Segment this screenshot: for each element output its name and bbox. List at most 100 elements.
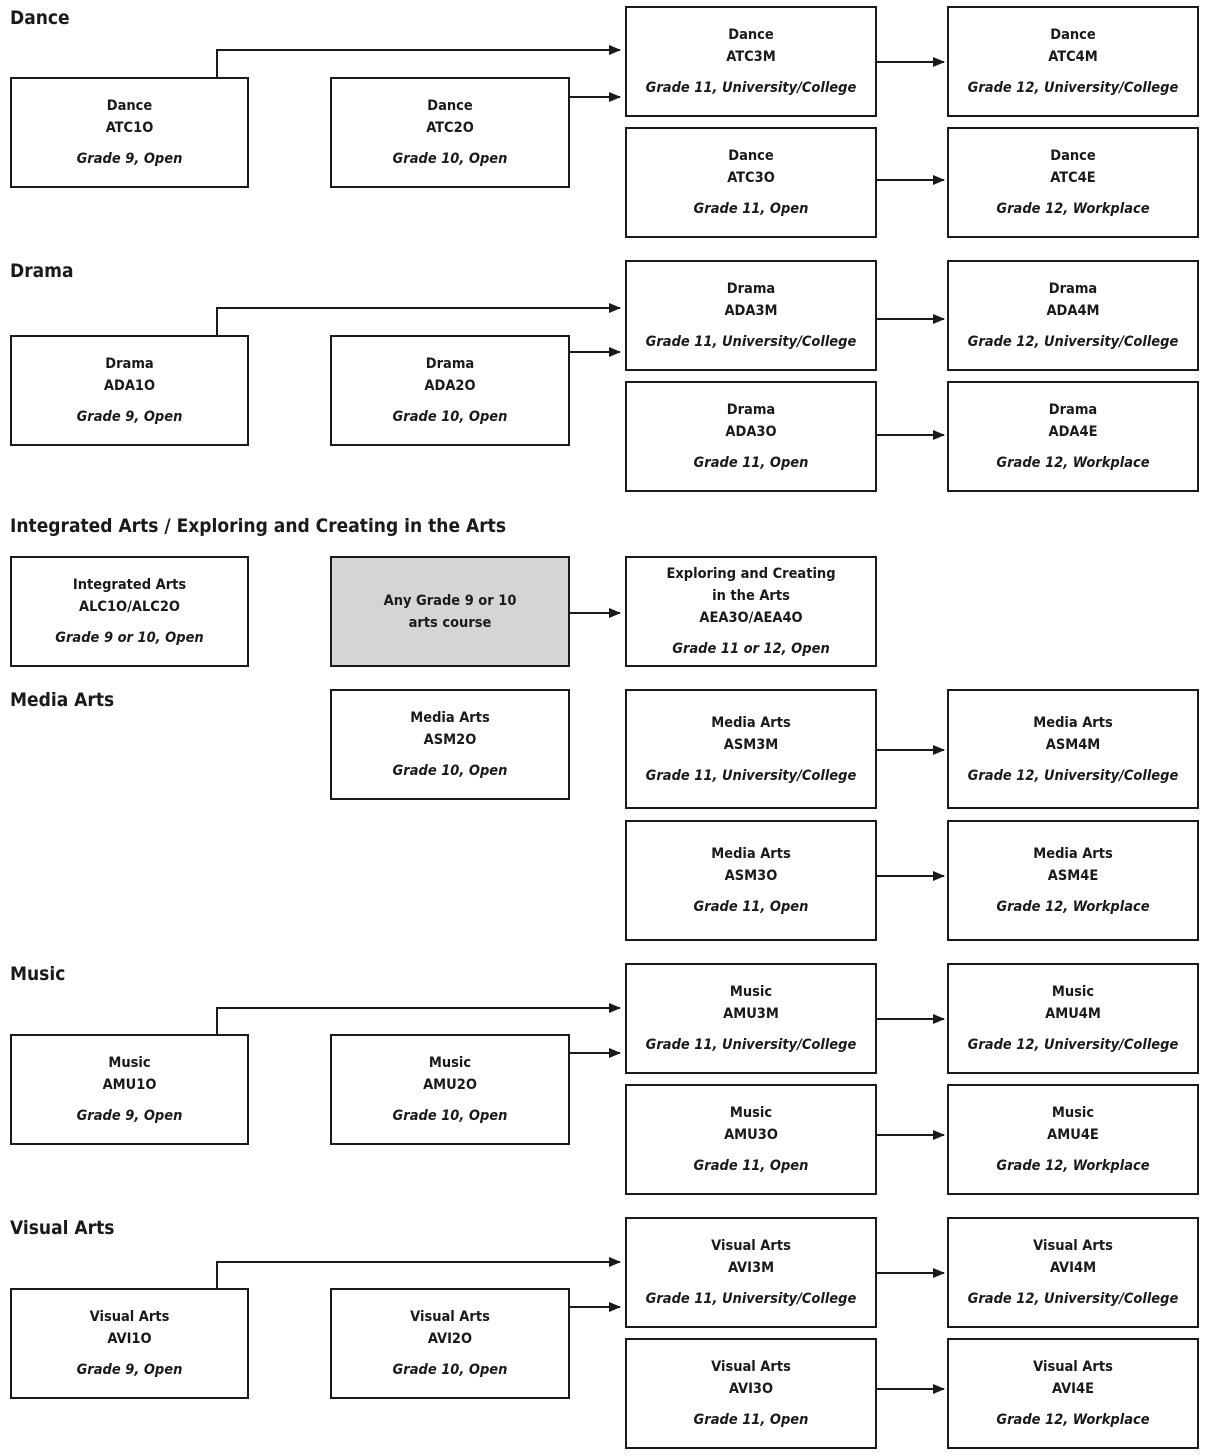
- course-box-alc: Integrated Arts ALC1O/ALC2O Grade 9 or 1…: [10, 556, 249, 667]
- course-grade: Grade 11, Open: [693, 1158, 809, 1174]
- course-code: AMU3O: [724, 1127, 778, 1143]
- course-name: Media Arts: [711, 846, 791, 862]
- course-name: Dance: [106, 98, 153, 114]
- course-grade: Grade 11, University/College: [645, 1291, 857, 1307]
- course-name: Media Arts: [1033, 846, 1113, 862]
- course-code: ATC3M: [726, 49, 776, 65]
- course-box-amu20: Music AMU2O Grade 10, Open: [330, 1034, 570, 1145]
- course-grade: Grade 9, Open: [76, 409, 183, 425]
- course-code: AMU4E: [1047, 1127, 1099, 1143]
- course-code: AVI3O: [728, 1381, 774, 1397]
- course-box-asm30: Media Arts ASM3O Grade 11, Open: [625, 820, 877, 941]
- course-code: ASM3M: [723, 736, 779, 753]
- course-name: Media Arts: [410, 710, 490, 726]
- course-grade: Grade 10, Open: [392, 409, 508, 425]
- course-grade: Grade 11, University/College: [645, 334, 857, 350]
- course-box-avi4m: Visual Arts AVI4M Grade 12, University/C…: [947, 1217, 1199, 1328]
- course-code: AVI1O: [107, 1331, 152, 1347]
- course-box-amu10: Music AMU1O Grade 9, Open: [10, 1034, 249, 1145]
- course-grade: Grade 9 or 10, Open: [55, 630, 204, 646]
- course-box-atc20: Dance ATC2O Grade 10, Open: [330, 77, 570, 188]
- course-box-avi10: Visual Arts AVI1O Grade 9, Open: [10, 1288, 249, 1399]
- course-code: AMU1O: [102, 1077, 157, 1093]
- course-grade: Grade 12, University/College: [967, 1291, 1179, 1307]
- course-code: ATC4M: [1048, 49, 1098, 65]
- course-name: Drama: [425, 356, 475, 372]
- course-name: Visual Arts: [89, 1309, 170, 1325]
- course-code: AVI4M: [1049, 1260, 1097, 1276]
- course-box-ada10: Drama ADA1O Grade 9, Open: [10, 335, 249, 446]
- course-code: ATC4E: [1050, 170, 1096, 186]
- course-code: ADA1O: [103, 378, 156, 394]
- course-code: AMU2O: [423, 1077, 477, 1093]
- course-grade: Grade 12, Workplace: [996, 1158, 1150, 1174]
- course-name: Visual Arts: [410, 1309, 490, 1325]
- course-box-ada3m: Drama ADA3M Grade 11, University/College: [625, 260, 877, 371]
- course-name: Dance: [728, 148, 774, 164]
- course-name: Dance: [728, 27, 774, 43]
- course-code: ASM4M: [1045, 736, 1101, 753]
- course-code: ADA3O: [725, 424, 777, 440]
- course-box-ada4m: Drama ADA4M Grade 12, University/College: [947, 260, 1199, 371]
- course-name: Visual Arts: [1033, 1238, 1113, 1254]
- course-box-amu3m: Music AMU3M Grade 11, University/College: [625, 963, 877, 1074]
- course-code: ATC1O: [105, 120, 154, 136]
- course-name: Integrated Arts: [72, 577, 187, 593]
- course-grade: Grade 9, Open: [76, 1362, 183, 1378]
- course-code: AEA3O/AEA4O: [699, 610, 803, 626]
- connector-avi10-to-avi3m: [216, 1257, 621, 1288]
- course-grade: Grade 12, Workplace: [996, 899, 1150, 915]
- section-title-integrated-arts: Integrated Arts / Exploring and Creating…: [10, 515, 507, 537]
- course-grade: Grade 12, Workplace: [996, 1412, 1150, 1428]
- course-box-asm3m: Media Arts ASM3M Grade 11, University/Co…: [625, 689, 877, 809]
- course-code: AVI3M: [727, 1260, 775, 1276]
- course-name: Music: [108, 1055, 151, 1071]
- course-name: Visual Arts: [1033, 1359, 1113, 1375]
- course-code: ALC1O/ALC2O: [78, 599, 181, 615]
- course-grade: Grade 12, University/College: [967, 80, 1179, 96]
- course-grade: Grade 10, Open: [392, 763, 508, 779]
- course-grade: Grade 10, Open: [392, 1362, 508, 1378]
- course-box-atc10: Dance ATC1O Grade 9, Open: [10, 77, 249, 188]
- course-name-line-1: Exploring and Creating: [666, 566, 836, 582]
- course-code: ATC3O: [727, 170, 775, 186]
- course-grade: Grade 10, Open: [392, 151, 508, 167]
- course-box-atc3m: Dance ATC3M Grade 11, University/College: [625, 6, 877, 117]
- section-title-media-arts: Media Arts: [10, 689, 115, 711]
- course-grade: Grade 12, University/College: [967, 334, 1179, 350]
- course-grade: Grade 12, University/College: [967, 1037, 1179, 1053]
- course-grade: Grade 11, University/College: [645, 80, 857, 96]
- course-code: ADA4M: [1046, 303, 1100, 319]
- course-name: Dance: [427, 98, 473, 114]
- course-grade: Grade 11, Open: [693, 201, 809, 217]
- course-name: Dance: [1050, 27, 1096, 43]
- prerequisite-line-2: arts course: [408, 614, 492, 631]
- course-grade: Grade 11 or 12, Open: [672, 641, 830, 657]
- course-name: Music: [729, 984, 773, 1000]
- course-box-asm20: Media Arts ASM2O Grade 10, Open: [330, 689, 570, 800]
- course-code: AMU3M: [723, 1006, 779, 1022]
- course-grade: Grade 9, Open: [76, 151, 183, 167]
- course-code: AMU4M: [1045, 1006, 1101, 1022]
- course-name: Visual Arts: [711, 1359, 791, 1375]
- course-name: Media Arts: [711, 714, 791, 731]
- course-code: AVI4E: [1051, 1381, 1095, 1397]
- course-grade: Grade 10, Open: [392, 1108, 508, 1124]
- course-name: Music: [428, 1055, 472, 1071]
- course-name: Dance: [1050, 148, 1096, 164]
- course-box-avi20: Visual Arts AVI2O Grade 10, Open: [330, 1288, 570, 1399]
- connector-ada10-to-ada3m: [216, 303, 621, 335]
- course-box-avi3m: Visual Arts AVI3M Grade 11, University/C…: [625, 1217, 877, 1328]
- course-code: ASM2O: [423, 732, 477, 748]
- course-box-ada4e: Drama ADA4E Grade 12, Workplace: [947, 381, 1199, 492]
- course-grade: Grade 11, University/College: [645, 767, 857, 784]
- course-grade: Grade 11, Open: [693, 455, 809, 471]
- course-box-amu4m: Music AMU4M Grade 12, University/College: [947, 963, 1199, 1074]
- course-name: Drama: [1048, 281, 1098, 297]
- course-grade: Grade 12, Workplace: [996, 455, 1150, 471]
- prerequisite-line-1: Any Grade 9 or 10: [383, 592, 517, 609]
- course-name: Music: [1051, 1105, 1095, 1121]
- course-code: ASM4E: [1047, 868, 1099, 884]
- course-code: ATC2O: [426, 120, 474, 136]
